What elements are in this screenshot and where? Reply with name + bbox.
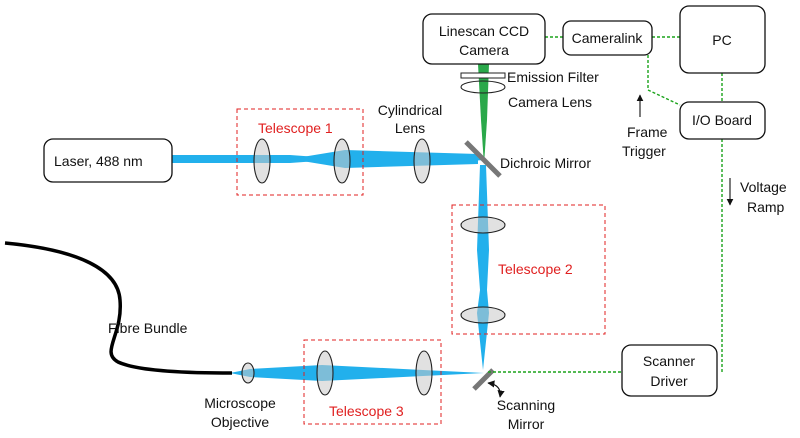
- scanner-driver-label-line1: Scanner: [643, 353, 695, 369]
- telescope-1-lens-1: [253, 138, 271, 184]
- microscope-objective-lens: [241, 362, 255, 384]
- laser-label: Laser, 488 nm: [54, 153, 143, 169]
- dichroic-mirror-shape: [464, 140, 502, 178]
- cylindrical-lens: [413, 138, 431, 184]
- scanning-mirror-label-line2: Mirror: [508, 416, 545, 432]
- telescope-1-label: Telescope 1: [258, 120, 333, 136]
- cameralink-label: Cameralink: [572, 30, 644, 46]
- scanner-driver-box: Scanner Driver: [621, 344, 718, 397]
- io-board-box: I/O Board: [679, 101, 766, 140]
- scanning-mirror-label-line1: Scanning: [497, 397, 555, 413]
- microscope-objective-label-line1: Microscope: [204, 395, 276, 411]
- ccd-label-line2: Camera: [459, 42, 509, 58]
- microscope-objective-label-line2: Objective: [211, 414, 270, 430]
- camera-lens-shape: [460, 80, 506, 94]
- io-board-label: I/O Board: [692, 112, 752, 128]
- cylindrical-lens-label-line2: Lens: [395, 120, 425, 136]
- ccd-label-line1: Linescan CCD: [439, 23, 529, 39]
- telescope-3-label: Telescope 3: [329, 403, 404, 419]
- cylindrical-lens-label-line1: Cylindrical: [378, 102, 443, 118]
- voltage-ramp-label-line1: Voltage: [740, 179, 787, 195]
- scanner-driver-label-line2: Driver: [650, 373, 688, 389]
- telescope-3-lens-1: [316, 350, 334, 396]
- laser-source: Laser, 488 nm: [43, 138, 173, 183]
- pc-label: PC: [712, 32, 731, 48]
- frame-trigger-label-line1: Frame: [627, 124, 668, 140]
- voltage-ramp-label-line2: Ramp: [747, 199, 785, 215]
- dichroic-mirror-label: Dichroic Mirror: [500, 155, 591, 171]
- fibre-bundle-curve: [4, 241, 233, 375]
- emission-filter-label: Emission Filter: [507, 69, 599, 85]
- telescope-2-lens-1: [460, 216, 506, 234]
- telescope-2-box: [451, 204, 606, 335]
- scanning-mirror-shape: [472, 368, 495, 391]
- linescan-ccd-camera: Linescan CCD Camera: [422, 13, 546, 65]
- telescope-3-box: [303, 339, 442, 425]
- fibre-bundle-label: Fibre Bundle: [108, 320, 188, 336]
- cameralink-box: Cameralink: [562, 20, 653, 56]
- signal-wires: [488, 36, 723, 373]
- frame-trigger-label-line2: Trigger: [622, 143, 666, 159]
- telescope-1-box: [236, 108, 364, 196]
- emission-beam: [478, 64, 489, 165]
- scanning-rotation-arrow: [487, 380, 505, 398]
- telescope-2-label: Telescope 2: [498, 261, 573, 277]
- telescope-3-lens-2: [415, 350, 433, 396]
- telescope-2-lens-2: [460, 306, 506, 324]
- emission-filter-shape: [460, 72, 506, 79]
- pc-box: PC: [679, 5, 766, 74]
- laser-beam-bottom: [230, 365, 484, 381]
- telescope-1-lens-2: [333, 138, 351, 184]
- laser-beam-horizontal: [172, 150, 485, 168]
- camera-lens-label: Camera Lens: [508, 94, 592, 110]
- laser-beam-vertical: [477, 165, 489, 370]
